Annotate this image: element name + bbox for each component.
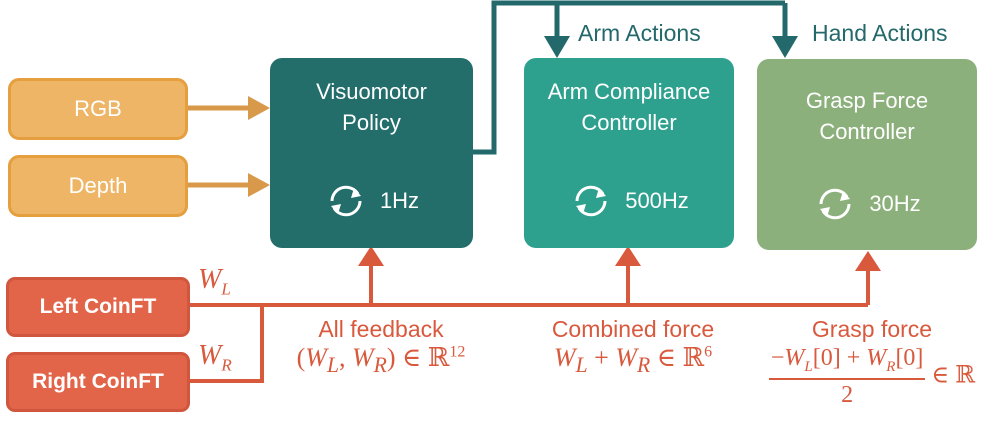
grasp-rate-label: 30Hz — [869, 191, 921, 216]
cycle-icon — [330, 185, 362, 217]
right-coinft-box: Right CoinFT — [6, 352, 190, 412]
all-feedback-expr: (WL, WR) ∈ ℝ12 — [296, 343, 466, 378]
left-coinft-box: Left CoinFT — [6, 277, 190, 337]
w-left-symbol: WL — [198, 264, 231, 299]
cycle-icon — [575, 185, 607, 217]
all-feedback-title: All feedback — [318, 316, 444, 342]
grasp-force-expr: −WL[0] + WR[0] 2 ∈ ℝ — [768, 345, 976, 408]
visuomotor-policy-block: Visuomotor Policy 1Hz — [270, 58, 473, 248]
arm-rate-label: 500Hz — [625, 188, 689, 213]
grasp-force-title: Grasp force — [811, 316, 933, 342]
left-coinft-label: Left CoinFT — [39, 295, 157, 318]
cycle-icon — [819, 188, 851, 220]
rgb-input-box: RGB — [8, 78, 188, 140]
depth-to-policy-arrow — [188, 173, 270, 197]
hand-actions-label: Hand Actions — [812, 20, 948, 46]
right-coinft-label: Right CoinFT — [32, 370, 164, 393]
grasp-controller-rate: 30Hz — [757, 182, 977, 226]
rgb-to-policy-arrow — [188, 96, 270, 120]
grasp-force-controller-block: Grasp Force Controller 30Hz — [757, 59, 977, 250]
all-feedback-annotation: All feedback (WL, WR) ∈ ℝ12 — [278, 316, 484, 378]
depth-label: Depth — [68, 173, 128, 198]
rgb-label: RGB — [74, 96, 122, 121]
combined-force-title: Combined force — [551, 316, 715, 342]
feedback-lines — [189, 246, 881, 383]
arm-controller-title: Arm Compliance Controller — [547, 79, 711, 135]
policy-output-line — [472, 0, 798, 155]
combined-force-annotation: Combined force WL + WR ∈ ℝ6 — [530, 316, 736, 378]
policy-rate-label: 1Hz — [379, 188, 420, 213]
policy-title: Visuomotor Policy — [316, 79, 427, 135]
arm-compliance-controller-block: Arm Compliance Controller 500Hz — [524, 58, 734, 248]
arm-actions-label: Arm Actions — [578, 20, 701, 46]
arm-controller-rate: 500Hz — [524, 179, 734, 223]
combined-force-expr: WL + WR ∈ ℝ6 — [553, 343, 713, 378]
policy-rate: 1Hz — [270, 179, 473, 223]
grasp-force-annotation: Grasp force −WL[0] + WR[0] 2 ∈ ℝ — [750, 316, 994, 409]
depth-input-box: Depth — [8, 155, 188, 217]
w-right-symbol: WR — [198, 340, 232, 375]
grasp-controller-title: Grasp Force Controller — [805, 88, 929, 144]
